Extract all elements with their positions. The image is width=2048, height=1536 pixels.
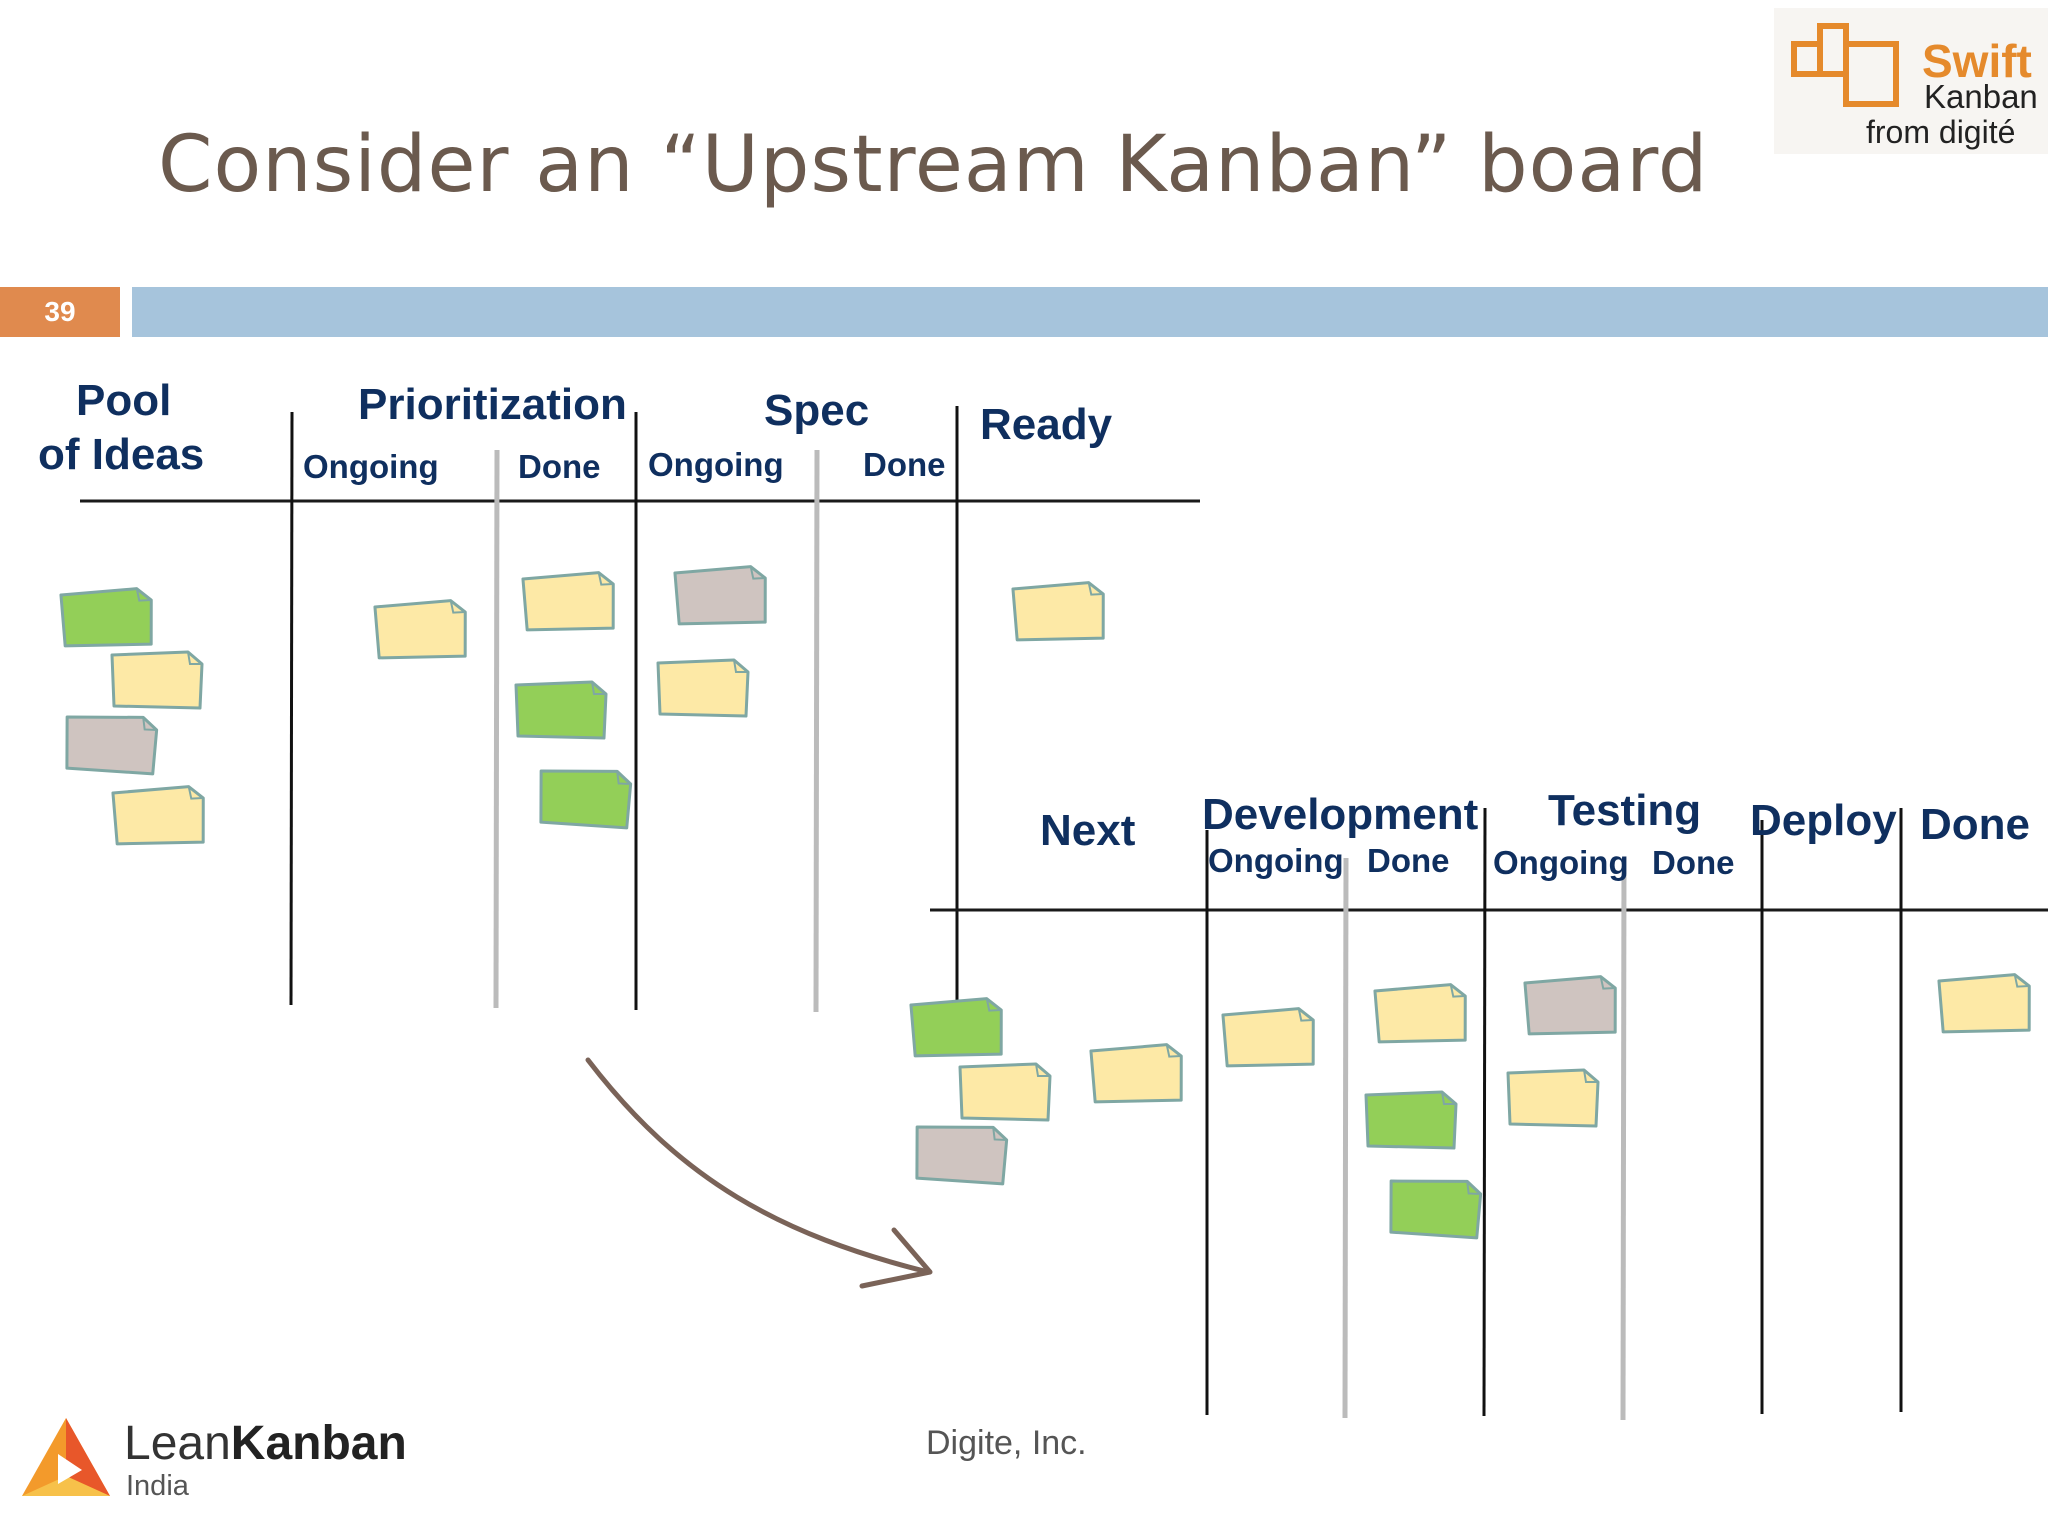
card-prioritization-done-3 xyxy=(539,769,633,830)
cards-layer xyxy=(59,565,2031,1240)
leankanban-region: India xyxy=(126,1470,189,1502)
header-spec-done: Done xyxy=(863,446,946,483)
header-deploy: Deploy xyxy=(1750,796,1897,845)
slide-number: 39 xyxy=(0,287,120,337)
kanban-product: Kanban xyxy=(1924,78,2038,115)
leankanban-bold: Kanban xyxy=(230,1417,407,1470)
header-pool: Pool xyxy=(76,376,172,425)
title-bar xyxy=(132,287,2048,337)
header-spec: Spec xyxy=(764,386,870,435)
header-pool-line2: of Ideas xyxy=(38,430,205,479)
card-spec-ongoing-2 xyxy=(656,658,750,718)
swift-brand: Swift xyxy=(1922,35,2032,87)
divider-spec-ongoing-done xyxy=(813,449,820,1013)
card-ready-1 xyxy=(1011,581,1105,642)
card-prioritization-ongoing-1 xyxy=(373,599,467,660)
card-spec-ongoing-1 xyxy=(673,565,767,626)
card-development-done-2 xyxy=(1364,1090,1458,1150)
header-testing: Testing xyxy=(1548,786,1702,835)
flow-arrow-head xyxy=(859,1227,933,1289)
card-pool-of-ideas-3 xyxy=(65,715,159,776)
divider-prio-ongoing-done xyxy=(493,449,500,1009)
header-test-done: Done xyxy=(1652,844,1735,881)
card-testing-ongoing-2 xyxy=(1506,1068,1600,1128)
card-prioritization-done-2 xyxy=(514,680,608,740)
leankanban-wordmark: LeanKanban xyxy=(124,1416,407,1471)
header-prio-ongoing: Ongoing xyxy=(303,448,439,485)
divider-dev-ongoing-done xyxy=(1342,857,1349,1419)
card-pool-of-ideas-4 xyxy=(111,785,205,846)
header-spec-ongoing: Ongoing xyxy=(648,446,784,483)
card-testing-ongoing-1 xyxy=(1523,975,1617,1036)
header-ready: Ready xyxy=(980,400,1113,449)
card-next-4 xyxy=(1089,1043,1183,1104)
divider-pool-prioritization xyxy=(289,411,294,1006)
header-done: Done xyxy=(1920,800,2030,849)
card-next-2 xyxy=(958,1062,1052,1122)
swift-kanban-logo-icon xyxy=(1791,23,1899,107)
header-test-ongoing: Ongoing xyxy=(1493,844,1629,881)
header-dev-done: Done xyxy=(1367,842,1450,879)
card-next-1 xyxy=(909,997,1003,1058)
leankanban-light: Lean xyxy=(124,1417,231,1470)
header-prio-done: Done xyxy=(518,448,601,485)
header-prioritization: Prioritization xyxy=(358,380,627,429)
card-pool-of-ideas-2 xyxy=(110,650,204,710)
card-development-ongoing-1 xyxy=(1221,1007,1315,1068)
card-next-3 xyxy=(915,1125,1009,1186)
header-next: Next xyxy=(1040,806,1136,855)
card-development-done-1 xyxy=(1373,983,1467,1044)
slide-title: Consider an “Upstream Kanban” board xyxy=(158,120,1709,210)
divider-test-ongoing-done xyxy=(1620,857,1627,1421)
card-development-done-3 xyxy=(1389,1179,1483,1240)
leankanban-logo-icon xyxy=(22,1418,110,1496)
divider-development-testing xyxy=(1482,807,1487,1417)
header-development: Development xyxy=(1202,790,1479,839)
card-done-1 xyxy=(1937,973,2031,1034)
header-dev-ongoing: Ongoing xyxy=(1208,842,1344,879)
card-pool-of-ideas-1 xyxy=(59,587,153,648)
from-digite-tagline: from digité xyxy=(1866,114,2016,150)
flow-arrow xyxy=(585,1057,931,1275)
card-prioritization-done-1 xyxy=(521,571,615,632)
footer-company: Digite, Inc. xyxy=(926,1424,1087,1462)
